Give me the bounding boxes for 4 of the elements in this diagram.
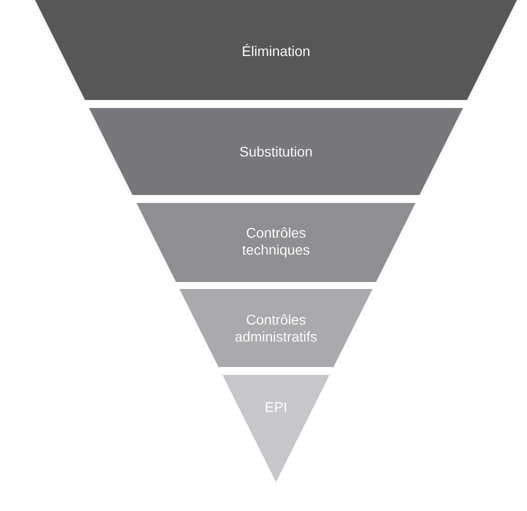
pyramid-level: Contrôles administratifs [180,289,372,367]
pyramid-level: Substitution [89,108,463,195]
pyramid-level: Élimination [35,0,517,100]
pyramid-level: Contrôles techniques [136,203,416,282]
